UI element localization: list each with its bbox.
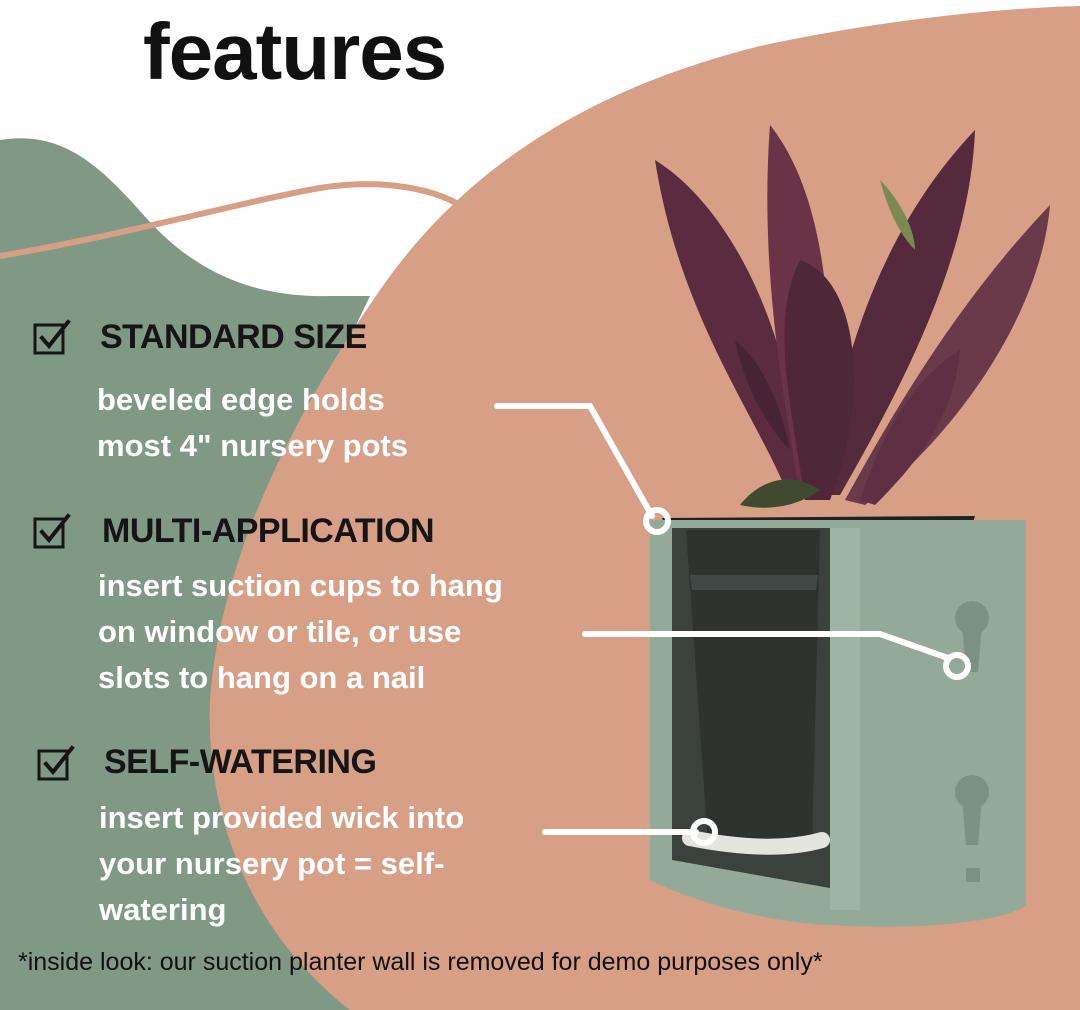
callout-markers — [643, 507, 971, 846]
feature-heading-self-watering: SELF-WATERING — [104, 743, 377, 781]
footnote: *inside look: our suction planter wall i… — [18, 948, 823, 976]
plant-leaves — [655, 125, 1050, 508]
hanging-slots — [955, 601, 989, 882]
planter-product — [650, 125, 1050, 927]
feature-desc-standard-size: beveled edge holds most 4" nursery pots — [97, 382, 408, 463]
checkbox-checked-icon — [33, 513, 71, 549]
checkbox-checked-icon — [37, 745, 75, 781]
callout-lines — [494, 403, 951, 835]
feature-heading-multi-application: MULTI-APPLICATION — [102, 512, 435, 550]
feature-desc-self-watering: insert provided wick into your nursery p… — [99, 800, 465, 927]
sage-background-shape — [0, 138, 420, 1010]
feature-desc-multi-application: insert suction cups to hang on window or… — [98, 568, 503, 695]
decorative-swoosh-line — [0, 181, 472, 259]
checkbox-checked-icon — [33, 319, 71, 355]
feature-heading-standard-size: STANDARD SIZE — [100, 318, 367, 356]
page-title: features — [143, 7, 447, 96]
nursery-pot — [686, 530, 820, 845]
